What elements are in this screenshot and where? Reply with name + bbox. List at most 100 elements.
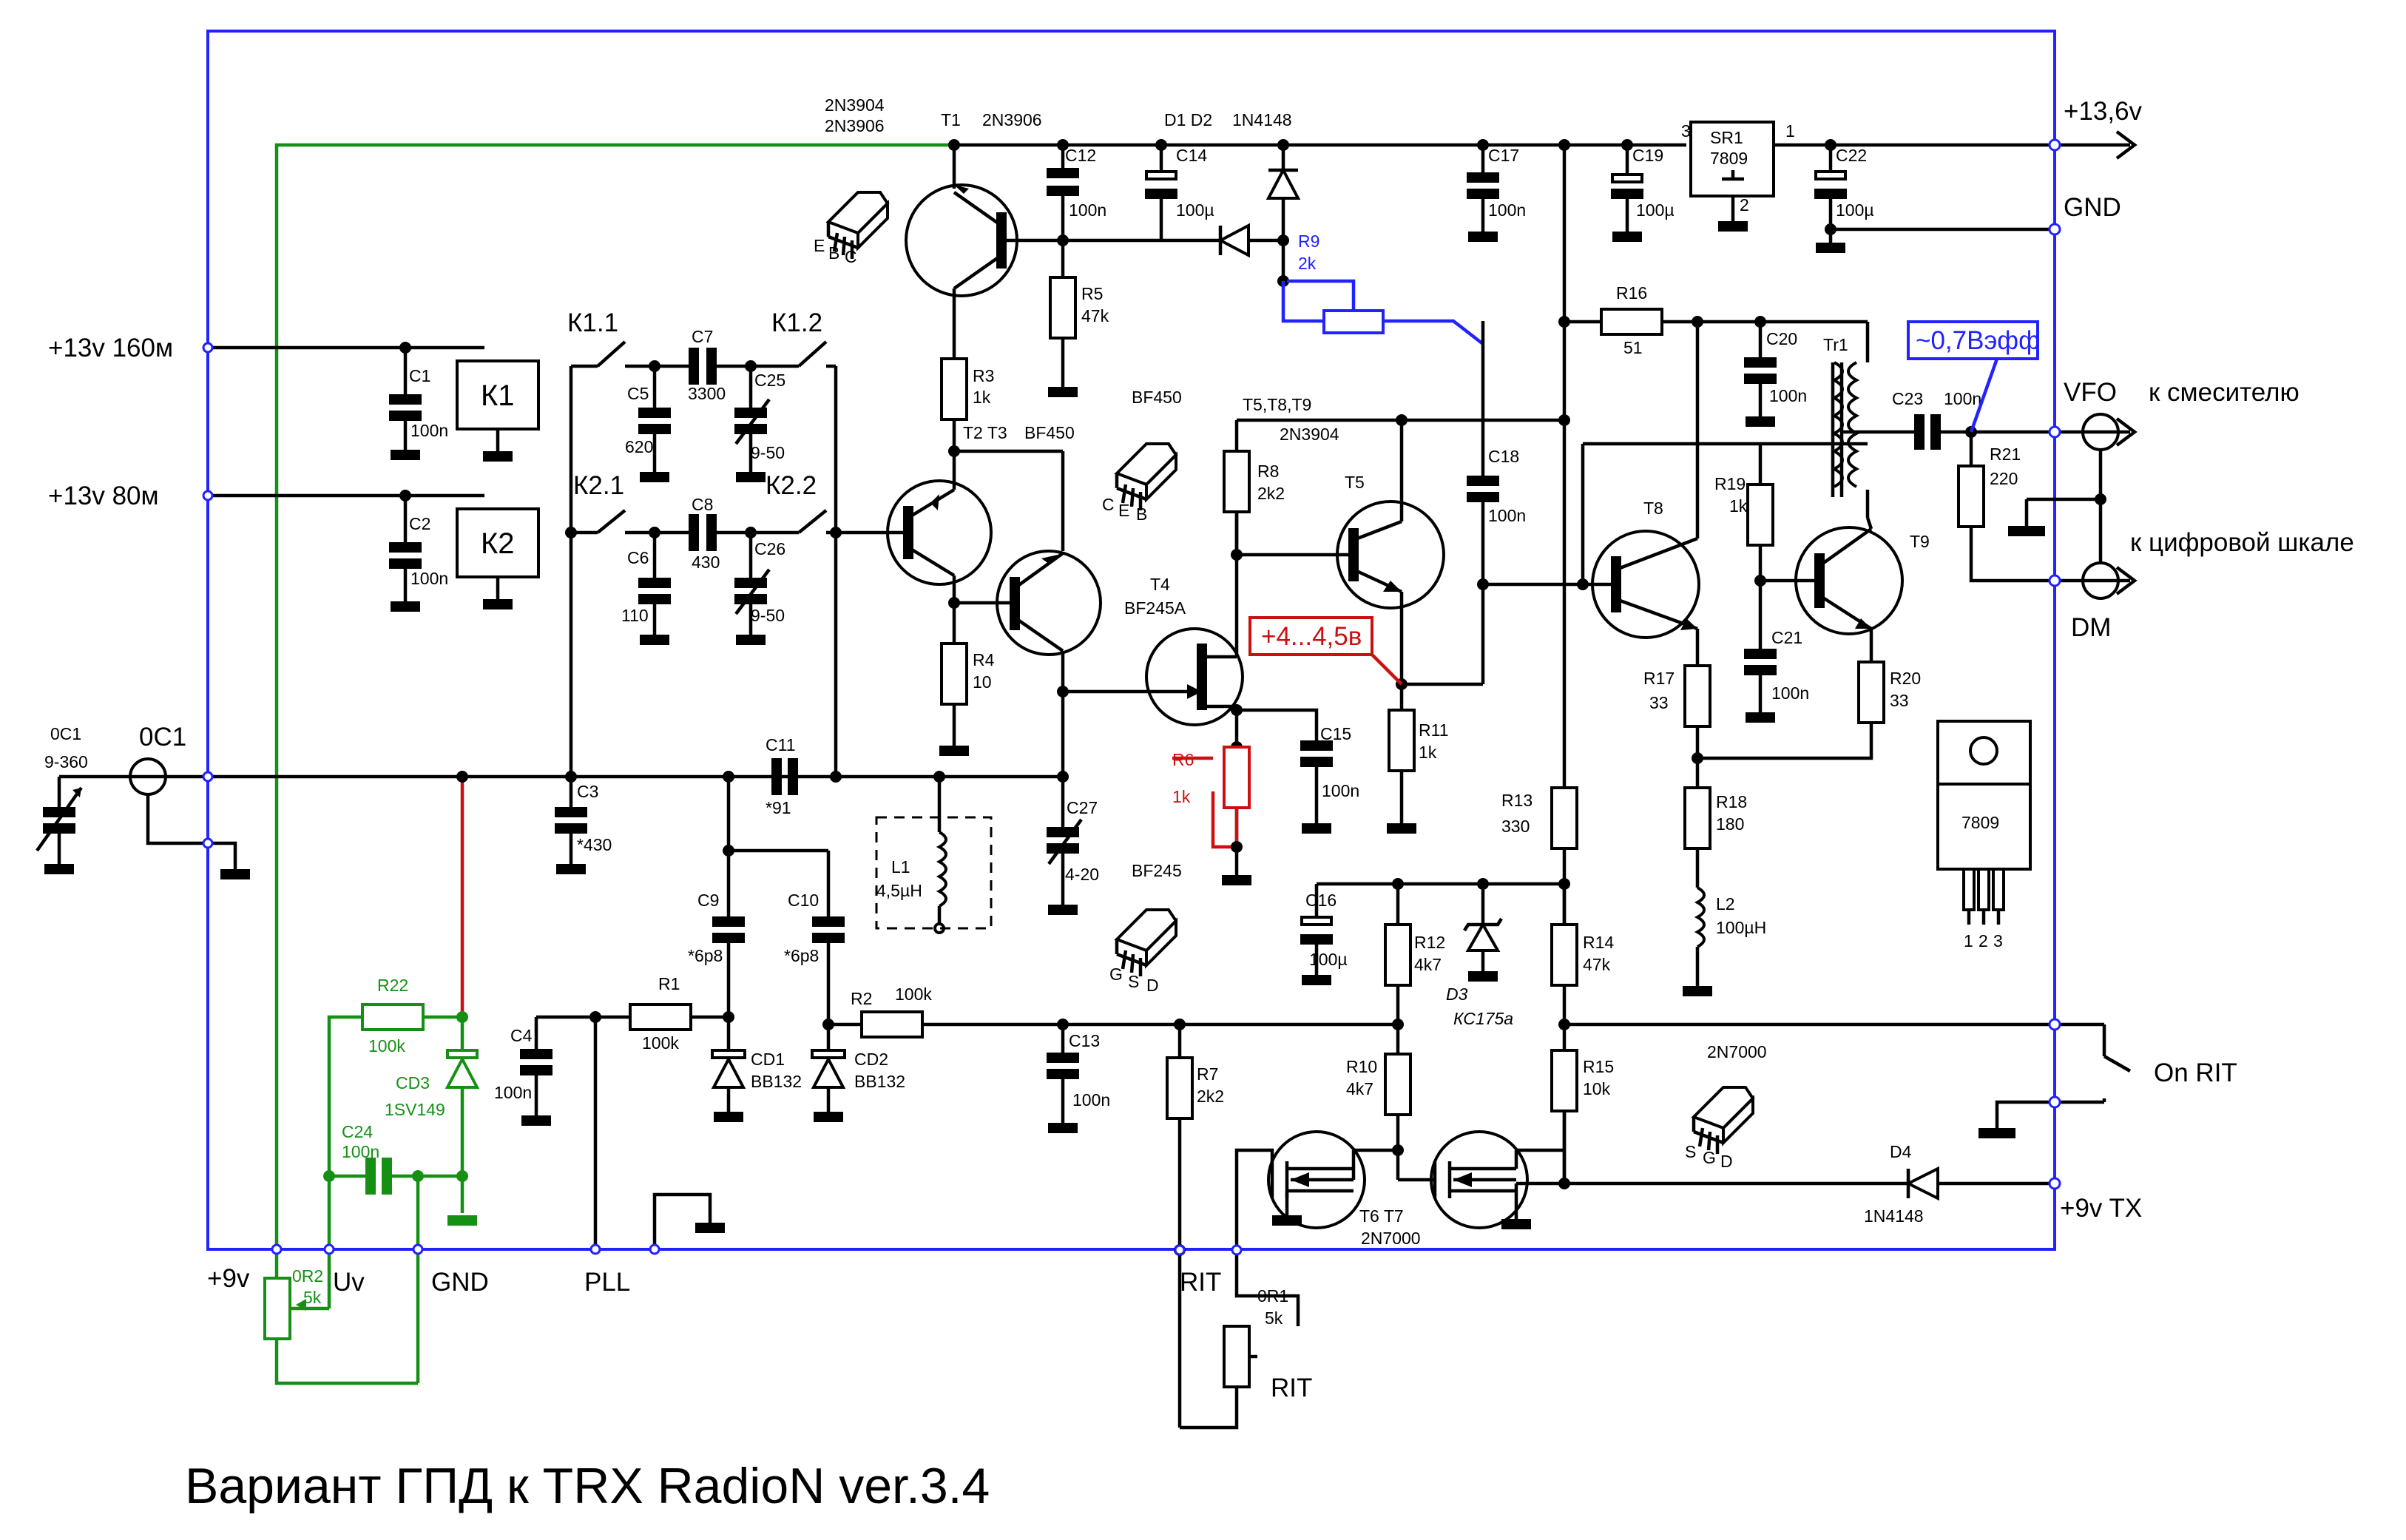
svg-text:C25: C25 xyxy=(754,371,785,390)
svg-text:2N7000: 2N7000 xyxy=(1707,1042,1767,1061)
svg-text:2N3904: 2N3904 xyxy=(825,95,885,115)
svg-text:C1: C1 xyxy=(409,366,430,385)
svg-text:К1: К1 xyxy=(481,379,515,412)
svg-text:2k: 2k xyxy=(1298,254,1317,273)
to92-package-icon xyxy=(1691,1086,1755,1154)
svg-text:R15: R15 xyxy=(1583,1057,1614,1076)
svg-text:*91: *91 xyxy=(766,798,791,817)
svg-text:C18: C18 xyxy=(1488,447,1519,466)
pll-label: PLL xyxy=(584,1268,630,1297)
svg-text:T9: T9 xyxy=(1910,532,1930,551)
svg-text:9-360: 9-360 xyxy=(44,752,88,771)
svg-text:100µH: 100µH xyxy=(1716,918,1766,937)
t2-t3-stage: R3 1k T2 T3 BF450 R4 10 xyxy=(836,357,1102,777)
svg-text:R4: R4 xyxy=(973,650,995,669)
svg-text:3300: 3300 xyxy=(688,384,726,403)
svg-text:100n: 100n xyxy=(1769,386,1807,405)
svg-text:R8: R8 xyxy=(1257,462,1279,481)
t1-stage: T1 2N3906 R5 47k D1 D2 1N4148 R9 2k xyxy=(905,110,1485,466)
svg-text:1k: 1k xyxy=(1419,743,1437,762)
svg-text:100n: 100n xyxy=(410,569,448,588)
svg-text:3: 3 xyxy=(1993,931,2003,950)
svg-text:T5,T8,T9: T5,T8,T9 xyxy=(1243,395,1311,414)
svg-text:C23: C23 xyxy=(1892,389,1923,408)
svg-text:R17: R17 xyxy=(1643,669,1675,688)
t4-stage: T4 BF245A C15 100n R6 1k xyxy=(1063,481,1359,885)
svg-text:C14: C14 xyxy=(1176,146,1207,165)
on-rit-label: On RIT xyxy=(2154,1058,2237,1087)
svg-text:S: S xyxy=(1128,972,1139,991)
svg-text:R5: R5 xyxy=(1081,284,1103,303)
svg-text:0R2: 0R2 xyxy=(292,1266,323,1286)
svg-text:0R1: 0R1 xyxy=(1257,1286,1288,1306)
svg-text:CD1: CD1 xyxy=(751,1050,785,1069)
dm-label: DM xyxy=(2071,613,2111,642)
svg-text:9-50: 9-50 xyxy=(751,443,785,462)
svg-text:C13: C13 xyxy=(1069,1031,1100,1050)
svg-text:33: 33 xyxy=(1890,691,1909,710)
svg-text:110: 110 xyxy=(621,606,649,625)
svg-text:D: D xyxy=(1146,976,1159,995)
svg-text:*6p8: *6p8 xyxy=(688,946,723,965)
svg-text:100n: 100n xyxy=(1771,683,1809,703)
svg-text:0C1: 0C1 xyxy=(50,724,81,743)
svg-text:C5: C5 xyxy=(627,384,649,403)
svg-text:C9: C9 xyxy=(697,891,719,910)
svg-text:BB132: BB132 xyxy=(751,1072,802,1091)
9v-tx-label: +9v TX xyxy=(2060,1194,2142,1223)
svg-text:L1: L1 xyxy=(891,857,910,877)
svg-text:К1.1: К1.1 xyxy=(567,308,618,337)
svg-text:2N3906: 2N3906 xyxy=(982,110,1042,129)
svg-text:R7: R7 xyxy=(1197,1064,1218,1084)
svg-text:R12: R12 xyxy=(1414,933,1445,952)
svg-text:T5: T5 xyxy=(1345,473,1365,492)
svg-text:E: E xyxy=(814,236,825,255)
svg-text:T2 T3: T2 T3 xyxy=(963,423,1007,442)
svg-text:BF245: BF245 xyxy=(1132,861,1182,880)
svg-text:G: G xyxy=(1109,965,1123,984)
sr1-value: 7809 xyxy=(1710,149,1748,168)
svg-text:620: 620 xyxy=(625,437,653,456)
svg-text:Tr1: Tr1 xyxy=(1823,335,1848,354)
svg-text:5k: 5k xyxy=(1265,1308,1283,1328)
svg-text:2N3904: 2N3904 xyxy=(1280,425,1339,444)
svg-text:100µ: 100µ xyxy=(1636,200,1675,220)
svg-text:430: 430 xyxy=(692,553,720,572)
svg-text:100k: 100k xyxy=(368,1036,405,1056)
svg-text:S: S xyxy=(1685,1142,1696,1161)
svg-text:C24: C24 xyxy=(342,1122,373,1141)
rit-pot: 0R1 5k xyxy=(1174,1244,1300,1430)
svg-text:C17: C17 xyxy=(1488,146,1519,165)
to220-package-icon xyxy=(1936,720,2032,925)
svg-text:1N4148: 1N4148 xyxy=(1864,1206,1924,1226)
svg-text:1: 1 xyxy=(1964,931,1973,950)
svg-text:B: B xyxy=(828,243,839,263)
svg-text:100k: 100k xyxy=(642,1033,679,1053)
svg-text:C16: C16 xyxy=(1305,891,1337,910)
band-switch: К1.1 К1.2 К2.1 К2.2 C7 3300 C5 620 C25 9… xyxy=(565,308,842,777)
gnd-bottom-label: GND xyxy=(431,1268,489,1297)
svg-text:R11: R11 xyxy=(1419,720,1449,740)
svg-text:4-20: 4-20 xyxy=(1065,865,1099,884)
port-labels: +13,6v GND VFO к смесителю к цифровой шк… xyxy=(207,97,2354,1402)
svg-text:4,5µH: 4,5µH xyxy=(876,881,922,900)
svg-text:CD2: CD2 xyxy=(854,1050,888,1069)
svg-text:5k: 5k xyxy=(303,1288,322,1307)
rit-control: R13 330 C16 100µ D3 КС175а R12 4k7 R14 4… xyxy=(1234,786,2237,1250)
relay-section: +13v 160м +13v 80м C1 100n C2 100n К1 К2 xyxy=(48,334,540,612)
svg-text:9-50: 9-50 xyxy=(751,606,785,625)
oc1-label: 0C1 xyxy=(139,723,186,752)
uv-section: R22 100k CD3 1SV149 C24 100n 0R2 5k xyxy=(263,976,480,1385)
svg-text:E: E xyxy=(1118,501,1129,520)
svg-text:R19: R19 xyxy=(1714,474,1746,493)
svg-text:100n: 100n xyxy=(342,1142,379,1161)
diagram-title: Вариант ГПД к TRX RadioN ver.3.4 xyxy=(185,1458,990,1514)
svg-text:К2.2: К2.2 xyxy=(766,471,817,500)
top-capacitors: C12 100n C14 100µ C17 100n C19 100µ C22 … xyxy=(1047,139,1874,253)
svg-text:2N3906: 2N3906 xyxy=(825,116,885,135)
level-annotation: ~0,7Вэфф xyxy=(1916,326,2040,355)
svg-text:100n: 100n xyxy=(1488,200,1526,220)
svg-text:R20: R20 xyxy=(1890,669,1921,688)
svg-text:*430: *430 xyxy=(577,835,612,854)
